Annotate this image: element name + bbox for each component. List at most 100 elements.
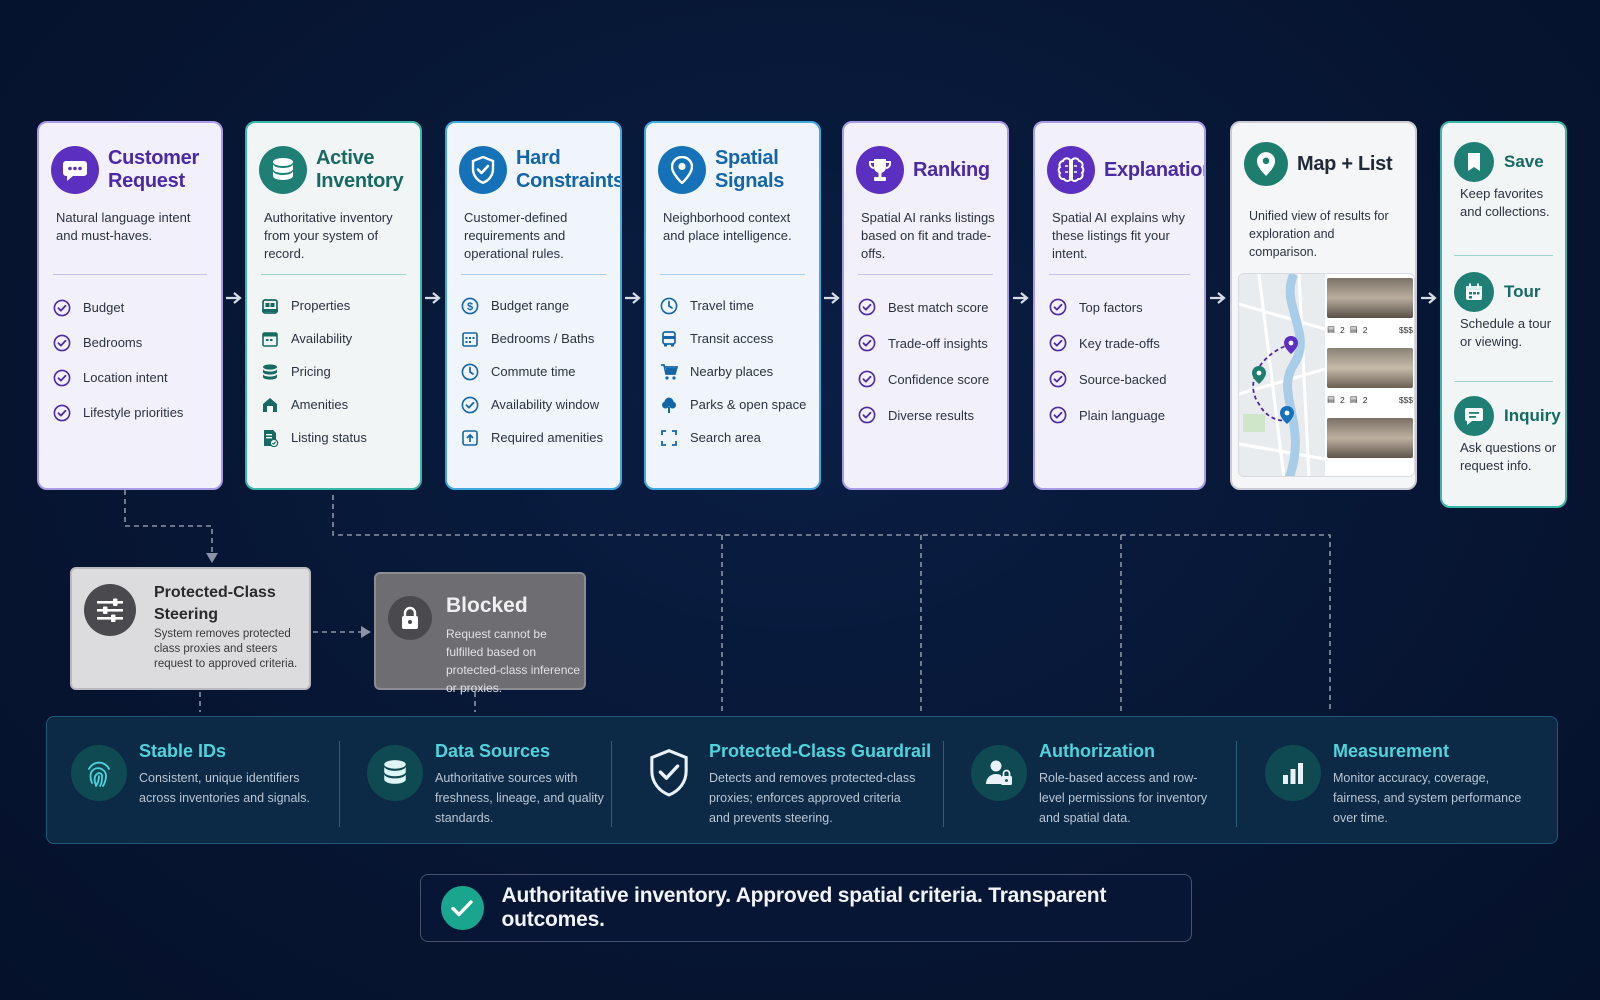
check-circle-icon [461,396,479,414]
foundation-title: Data Sources [435,741,551,761]
card-title: Map + List [1297,152,1393,175]
card-list-item: Listing status [261,421,414,454]
card-list-item-label: Properties [291,298,351,313]
upload-icon [461,429,479,447]
card-list-item-label: Commute time [491,364,576,379]
card-list-item: Best match score [858,289,1001,325]
action-description: Ask questions or request info. [1460,440,1557,473]
check-circle-icon [1049,334,1067,352]
listing-meta: ▤2 ▤2 $$$ [1327,394,1413,405]
foundation-stable-ids: Stable IDs Consistent, unique identifier… [71,741,341,825]
card-list-item: Required amenities [461,421,614,454]
listing-photo [1327,278,1413,318]
bath-icon: ▤ [1349,324,1358,334]
brain-icon [1047,146,1095,194]
card-list-item: Lifestyle priorities [53,395,215,430]
card-list-item-label: Key trade-offs [1079,335,1160,351]
listing-photo [1327,418,1413,458]
card-list-item-label: Nearby places [690,364,774,379]
action-save[interactable]: Save Keep favorites and collections. [1454,141,1557,221]
card-list-item: $Budget range [461,289,614,322]
listing-baths: 2 [1362,324,1368,335]
foundation-title: Protected-Class Guardrail [709,741,932,761]
user-lock-icon [971,745,1027,801]
trophy-icon [856,146,904,194]
arrowhead-to-steering [206,553,218,563]
check-circle-icon [1049,298,1067,316]
clock-icon [461,363,479,381]
action-description: Schedule a tour or viewing. [1460,316,1552,349]
card-list-item: Search area [660,421,813,454]
listing-meta: ▤2 ▤2 $$$ [1327,324,1413,335]
sliders-icon [84,584,136,636]
card-description: Authoritative inventory from your system… [264,210,393,261]
card-list-item: Commute time [461,355,614,388]
card-list-item-label: Required amenities [491,430,604,445]
card-title: Explanation [1104,158,1206,181]
protected-class-steering-box: Protected-Class Steering System removes … [70,567,311,690]
arrowhead-to-blocked [361,626,371,638]
listing-card[interactable]: ▤2 ▤2 $$$ [1327,278,1413,344]
connector-customer-to-steering [124,490,213,553]
card-list-item: Bedrooms [53,325,215,360]
tree-icon [660,396,678,414]
card-list-item: Plain language [1049,397,1198,433]
check-circle-icon [1049,370,1067,388]
check-circle-icon [53,334,71,352]
foundation-description: Role-based access and row-level permissi… [1039,771,1208,825]
flow-arrow [824,292,840,304]
flow-arrow [1013,292,1029,304]
card-list-item-label: Best match score [888,299,989,315]
card-list-item-label: Bedrooms / Baths [491,331,595,346]
card-list-item-label: Location intent [83,370,168,385]
foundation-measurement: Measurement Monitor accuracy, coverage, … [1265,741,1535,825]
card-divider [261,274,406,275]
check-circle-icon [858,334,876,352]
card-active-inventory: Active Inventory Authoritative inventory… [245,121,422,490]
tagline-text: Authoritative inventory. Approved spatia… [501,884,1107,931]
card-description: Spatial AI explains why these listings f… [1052,210,1185,261]
card-list-item-label: Transit access [690,331,774,346]
card-map-list: Map + List Unified view of results for e… [1230,121,1417,490]
card-title: Hard Constraints [516,147,622,192]
action-inquiry[interactable]: Inquiry Ask questions or request info. [1454,395,1561,475]
card-list-item: Key trade-offs [1049,325,1198,361]
foundation-title: Authorization [1039,741,1155,761]
foundation-description: Consistent, unique identifiers across in… [139,771,310,805]
location-pin-icon [1244,142,1288,186]
card-list-item-label: Listing status [291,430,367,445]
card-divider [660,274,805,275]
listing-card[interactable] [1327,418,1413,462]
card-list-item: Nearby places [660,355,813,388]
bath-icon: ▤ [1349,394,1358,404]
blocked-title: Blocked [446,594,528,617]
listing-card[interactable]: ▤2 ▤2 $$$ [1327,348,1413,414]
card-ranking: Ranking Spatial AI ranks listings based … [842,121,1009,490]
card-list-item: Top factors [1049,289,1198,325]
fingerprint-icon [71,745,127,801]
flow-arrow [1210,292,1226,304]
check-circle-icon [53,299,71,317]
foundation-guardrail: Protected-Class Guardrail Detects and re… [641,741,941,825]
foundation-title: Stable IDs [139,741,227,761]
check-circle-icon [858,370,876,388]
building-icon [261,396,279,414]
tagline-banner: Authoritative inventory. Approved spatia… [420,874,1192,942]
bed-icon: ▤ [1327,394,1336,404]
card-description: Spatial AI ranks listings based on fit a… [861,210,995,261]
results-map[interactable] [1239,274,1325,477]
listing-beds: 2 [1340,394,1345,405]
check-circle-icon [441,886,484,930]
action-tour[interactable]: Tour Schedule a tour or viewing. [1454,271,1557,351]
card-list-item-label: Search area [690,430,761,445]
clock-icon [660,297,678,315]
check-circle-icon [1049,406,1067,424]
card-hard-constraints: Hard Constraints Customer-defined requir… [445,121,622,490]
card-list-item-label: Lifestyle priorities [83,405,184,420]
action-title: Tour [1504,282,1541,301]
